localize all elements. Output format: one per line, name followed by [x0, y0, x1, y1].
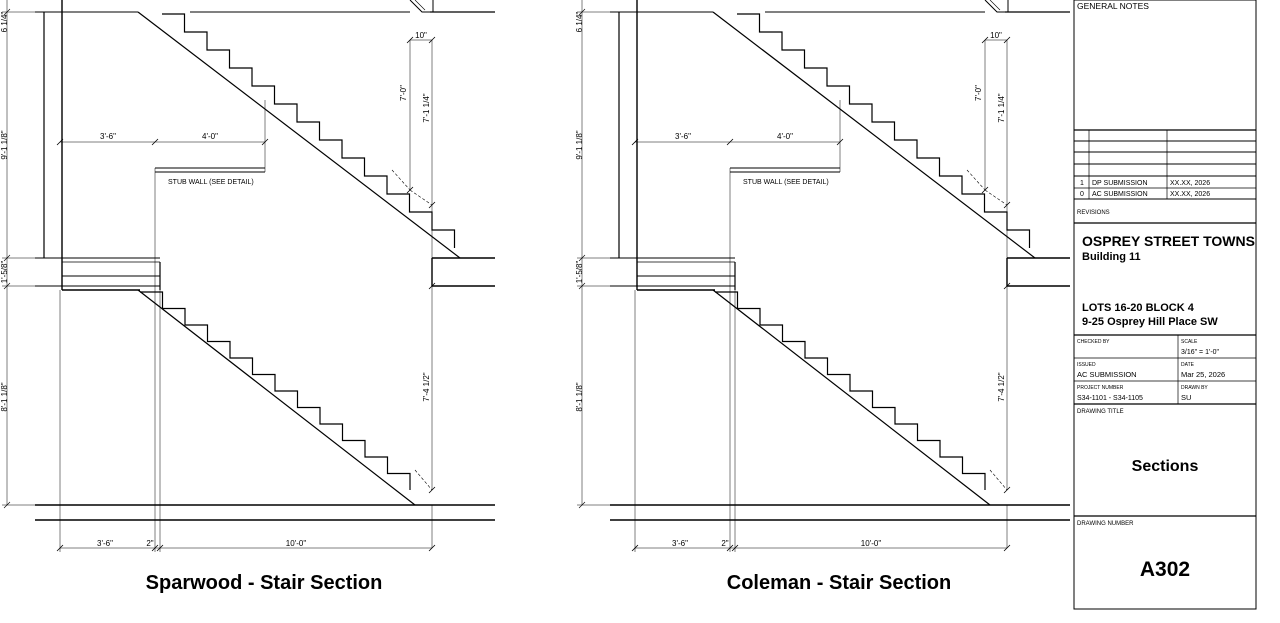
- date-value: Mar 25, 2026: [1181, 370, 1225, 379]
- dim-bottom-left-width: 3'-6": [672, 539, 688, 548]
- drawing-number-label: DRAWING NUMBER: [1077, 521, 1134, 527]
- dim-upper-stair-height: 7'-0": [974, 85, 983, 101]
- revision-1-date: XX.XX, 2026: [1170, 180, 1210, 187]
- stair-steps: [162, 13, 456, 248]
- revision-1-description: DP SUBMISSION: [1092, 180, 1148, 187]
- revisions-label: REVISIONS: [1077, 210, 1110, 216]
- title-block: [1073, 0, 1257, 610]
- dim-lower-total-height: 7'-4 1/2": [422, 372, 431, 401]
- project-name: OSPREY STREET TOWNS: [1082, 233, 1255, 249]
- dim-bottom-left-width: 3'-6": [97, 539, 113, 548]
- drawn-by-value: SU: [1181, 393, 1191, 402]
- title-block-text: GENERAL NOTES 1 DP SUBMISSION XX.XX, 202…: [1077, 1, 1255, 581]
- drawing-title-label: DRAWING TITLE: [1077, 409, 1124, 415]
- revision-0-date: XX.XX, 2026: [1170, 191, 1210, 198]
- dim-bottom-run: 10'-0": [286, 539, 307, 548]
- dim-top-tread: 10": [415, 31, 427, 40]
- project-number-label: PROJECT NUMBER: [1077, 385, 1124, 391]
- dim-left-lower: 8'-1 1/8": [575, 382, 584, 411]
- dim-left-upper: 9'-1 1/8": [575, 130, 584, 159]
- dim-upper-stub-width: 4'-0": [202, 132, 218, 141]
- revision-0-no: 0: [1080, 191, 1084, 198]
- dim-top-tread: 10": [990, 31, 1002, 40]
- title-block-frame: [1073, 0, 1257, 610]
- sparwood-stair-section: 6 1/4" 9'-1 1/8" 1'-5/8" 8'-1 1/8" 10" 7…: [0, 0, 495, 594]
- general-notes-label: GENERAL NOTES: [1077, 1, 1149, 11]
- issued-value: AC SUBMISSION: [1077, 370, 1137, 379]
- lots-block: LOTS 16-20 BLOCK 4: [1082, 302, 1195, 314]
- dim-left-lower: 8'-1 1/8": [0, 382, 9, 411]
- dim-left-top: 6 1/4": [575, 12, 584, 33]
- dim-upper-left-width: 3'-6": [675, 132, 691, 141]
- dim-left-floor: 1'-5/8": [0, 261, 9, 284]
- dim-upper-stub-width: 4'-0": [777, 132, 793, 141]
- dim-upper-total-height: 7'-1 1/4": [422, 93, 431, 122]
- dim-left-floor: 1'-5/8": [575, 261, 584, 284]
- section-linework: [577, 0, 1070, 552]
- drawn-by-label: DRAWN BY: [1181, 385, 1208, 391]
- issued-label: ISSUED: [1077, 362, 1096, 368]
- revision-0-description: AC SUBMISSION: [1092, 191, 1148, 198]
- stub-wall-label: STUB WALL (SEE DETAIL): [743, 179, 829, 186]
- dim-left-upper: 9'-1 1/8": [0, 130, 9, 159]
- revision-1-no: 1: [1080, 180, 1084, 187]
- dim-bottom-gap: 2": [146, 539, 153, 548]
- date-label: DATE: [1181, 362, 1195, 368]
- stair-steps: [737, 13, 1031, 248]
- scale-value: 3/16" = 1'-0": [1181, 349, 1220, 356]
- drawing-number: A302: [1140, 558, 1190, 581]
- dim-bottom-gap: 2": [721, 539, 728, 548]
- project-address: 9-25 Osprey Hill Place SW: [1082, 316, 1218, 328]
- section-dimensions: 6 1/4" 9'-1 1/8" 1'-5/8" 8'-1 1/8" 10" 7…: [575, 12, 1006, 548]
- dim-upper-left-width: 3'-6": [100, 132, 116, 141]
- project-number-value: S34-1101 - S34-1105: [1077, 395, 1143, 402]
- building-name: Building 11: [1082, 251, 1141, 263]
- dim-bottom-run: 10'-0": [861, 539, 882, 548]
- section-linework: [2, 0, 495, 552]
- dim-left-top: 6 1/4": [0, 12, 9, 33]
- dim-lower-total-height: 7'-4 1/2": [997, 372, 1006, 401]
- section-caption: Coleman - Stair Section: [727, 572, 952, 594]
- dim-upper-stair-height: 7'-0": [399, 85, 408, 101]
- checked-by-label: CHECKED BY: [1077, 339, 1110, 345]
- stair-steps: [140, 291, 411, 490]
- stair-steps: [715, 291, 986, 490]
- dim-upper-total-height: 7'-1 1/4": [997, 93, 1006, 122]
- section-dimensions: 6 1/4" 9'-1 1/8" 1'-5/8" 8'-1 1/8" 10" 7…: [0, 12, 431, 548]
- coleman-stair-section: 6 1/4" 9'-1 1/8" 1'-5/8" 8'-1 1/8" 10" 7…: [575, 0, 1070, 594]
- section-caption: Sparwood - Stair Section: [146, 572, 383, 594]
- scale-label: SCALE: [1181, 339, 1198, 345]
- drawing-title: Sections: [1132, 458, 1199, 475]
- stub-wall-label: STUB WALL (SEE DETAIL): [168, 179, 254, 186]
